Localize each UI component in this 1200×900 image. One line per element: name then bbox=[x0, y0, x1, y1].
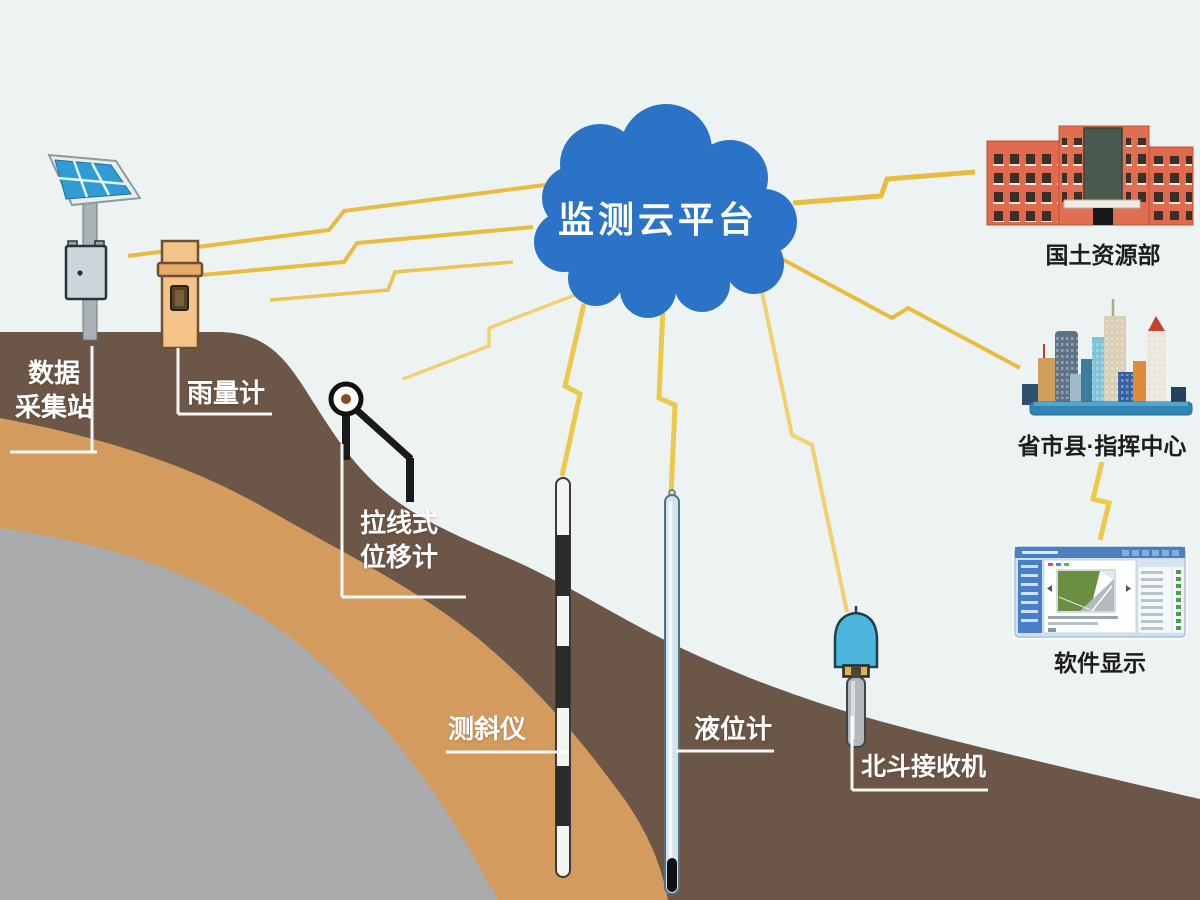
level-meter-highlight bbox=[668, 501, 673, 887]
inclinometer-icon bbox=[555, 477, 571, 878]
level-meter-icon bbox=[664, 489, 680, 895]
lightning-bolt-to-level-meter bbox=[656, 307, 678, 496]
city-building bbox=[1038, 358, 1060, 404]
software-photo-sky bbox=[1100, 571, 1114, 580]
label-leader-lines bbox=[10, 346, 988, 792]
cloud-icon bbox=[534, 104, 797, 318]
beidou-pole bbox=[846, 676, 866, 748]
software-caption-line bbox=[1048, 622, 1098, 625]
displacement-meter-icon bbox=[328, 381, 414, 502]
city-tower-roof bbox=[1148, 316, 1165, 331]
lightning-bolt-left-low bbox=[269, 260, 514, 302]
building-windows bbox=[1150, 156, 1192, 220]
city-building bbox=[1022, 384, 1039, 405]
city-platform-top bbox=[1034, 402, 1188, 406]
building-canopy bbox=[1063, 199, 1141, 209]
building-door bbox=[1093, 208, 1113, 225]
lightning-bolt-to-command-center bbox=[779, 256, 1021, 370]
lightning-bolt-to-beidou bbox=[755, 267, 849, 613]
building-windows bbox=[990, 150, 1058, 222]
software-table-header bbox=[1138, 560, 1184, 567]
beidou-neck-light bbox=[861, 667, 867, 675]
leader-beidou bbox=[850, 716, 988, 792]
city-building bbox=[1171, 387, 1186, 405]
station-box-knob bbox=[77, 270, 83, 276]
inclinometer-band bbox=[556, 535, 570, 596]
rain-gauge-icon bbox=[156, 239, 204, 350]
leader-rain-gauge bbox=[176, 348, 272, 416]
displacement-wheel-hub bbox=[341, 394, 351, 404]
inclinometer-band bbox=[556, 646, 570, 708]
software-prev-arrow bbox=[1047, 585, 1052, 592]
software-next-arrow bbox=[1126, 585, 1131, 592]
software-label: 软件显示 bbox=[1054, 650, 1146, 676]
inclinometer-band bbox=[556, 766, 570, 826]
software-title-text bbox=[1022, 551, 1058, 554]
software-table-status-dots bbox=[1176, 570, 1181, 630]
data-station-icon bbox=[47, 153, 142, 341]
building-core bbox=[1083, 127, 1123, 207]
rain-gauge-label: 雨量计 bbox=[187, 378, 266, 408]
beidou-neck-light bbox=[845, 667, 851, 675]
rain-gauge-window-inner bbox=[175, 290, 184, 306]
station-equipment-box bbox=[64, 244, 108, 301]
building-windows bbox=[1126, 138, 1146, 202]
leader-displacement bbox=[340, 444, 466, 599]
city-skyline-icon bbox=[1022, 299, 1193, 416]
city-building bbox=[1133, 361, 1146, 403]
lightning-bolt-to-station bbox=[127, 183, 546, 258]
software-photo-lane-line bbox=[1091, 585, 1113, 612]
city-building-windows bbox=[1147, 336, 1166, 400]
rain-gauge-flange bbox=[156, 261, 204, 278]
lightning-bolt-to-rain-gauge bbox=[167, 225, 534, 280]
software-photo-road bbox=[1080, 579, 1114, 611]
level-meter-tip bbox=[667, 858, 677, 892]
lightning-links bbox=[127, 169, 1113, 613]
software-titlebar-buttons bbox=[1122, 550, 1179, 556]
lightning-bolt-to-displacement bbox=[402, 293, 576, 381]
level-meter-label: 液位计 bbox=[694, 714, 773, 744]
software-caption-line bbox=[1048, 616, 1118, 619]
bedrock-layer bbox=[0, 528, 498, 900]
building-windows bbox=[1062, 138, 1082, 202]
software-table-rows bbox=[1141, 571, 1163, 630]
displacement-post-anchor bbox=[406, 458, 414, 502]
solar-cell-grid bbox=[57, 160, 127, 198]
software-sidebar-items bbox=[1021, 565, 1038, 622]
software-caption-chip bbox=[1048, 628, 1056, 632]
lightning-bolt-to-ministry bbox=[792, 169, 976, 206]
ministry-building-icon bbox=[986, 125, 1194, 226]
software-toolbar-marks bbox=[1048, 563, 1069, 566]
terrain bbox=[0, 332, 1200, 900]
software-titlebar bbox=[1015, 547, 1185, 558]
ministry-label: 国土资源部 bbox=[1045, 242, 1161, 268]
displacement-post-main bbox=[342, 412, 350, 460]
rain-gauge-body bbox=[160, 239, 200, 350]
leader-data-station bbox=[10, 346, 97, 454]
software-sidebar bbox=[1018, 560, 1042, 633]
cloud-platform-label: 监测云平台 bbox=[557, 199, 759, 240]
command-center-label: 省市县·指挥中心 bbox=[1017, 433, 1187, 459]
software-window-icon bbox=[1012, 545, 1188, 640]
displacement-wire-arm bbox=[347, 401, 414, 462]
software-photo-guardrail bbox=[1058, 596, 1092, 611]
lightning-bolt-to-software bbox=[1089, 461, 1113, 541]
beidou-receiver-icon bbox=[833, 606, 879, 748]
displacement-meter-label: 拉线式 位移计 bbox=[359, 508, 439, 573]
beidou-dome bbox=[833, 611, 879, 669]
lightning-bolt-to-inclinometer bbox=[559, 303, 587, 477]
inclinometer-label: 测斜仪 bbox=[448, 714, 527, 744]
data-station-label: 数据 采集站 bbox=[14, 358, 94, 423]
beidou-pole-highlight bbox=[851, 681, 855, 739]
beidou-label: 北斗接收机 bbox=[861, 753, 987, 781]
